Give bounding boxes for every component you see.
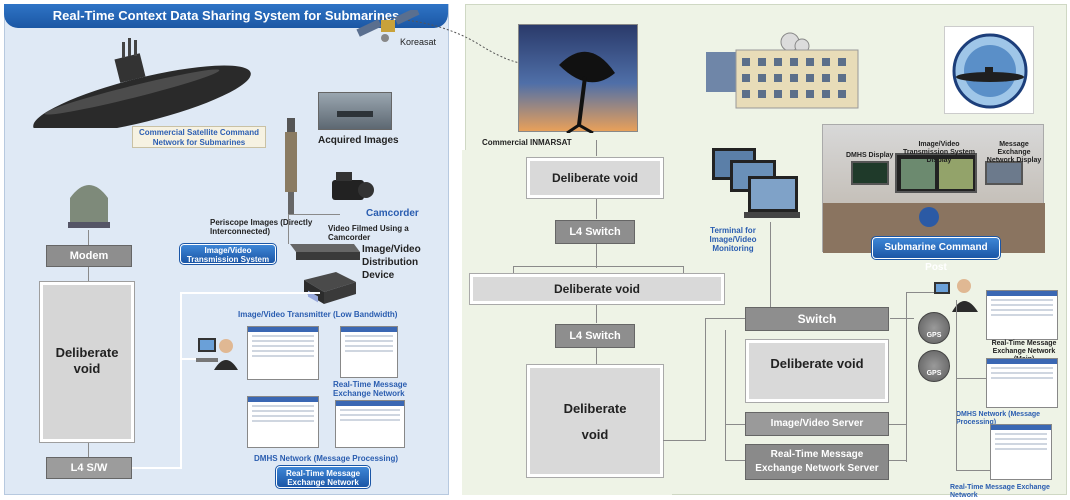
operator-workstation-icon	[196, 338, 238, 370]
camcorder-label: Camcorder	[366, 208, 419, 219]
l4-switch-1: L4 Switch	[555, 220, 635, 244]
dmhs-display-label: DMHS Display	[846, 152, 894, 159]
left-deliberate-void: Deliberate void	[39, 281, 135, 443]
rtmen-label-left: Real-Time Message Exchange Network	[333, 380, 408, 399]
screenshot-rtmen-main	[986, 290, 1058, 340]
diagram-title: Real-Time Context Data Sharing System fo…	[4, 4, 448, 28]
inmarsat-dish-photo	[518, 24, 638, 135]
image-display-label: Image/Video Transmission System Display	[903, 141, 975, 165]
camcorder-icon	[332, 172, 374, 200]
submarine-icon	[33, 38, 251, 128]
inmarsat-label: Commercial INMARSAT	[482, 138, 572, 147]
koreasat-label: Koreasat	[400, 37, 437, 47]
screenshot-dmhs-1	[247, 396, 319, 448]
screenshot-rtmen-right	[990, 424, 1052, 480]
command-post-photo	[822, 124, 1045, 253]
screenshot-transmitter-1	[247, 326, 319, 380]
message-display-label: Message Exchange Network Display	[986, 141, 1042, 165]
dmhs-processing-label-right: DMHS Network (Message Processing)	[956, 411, 1041, 427]
middle-deliberate-void-1: Deliberate void	[526, 157, 664, 199]
satellite-command-network-badge: Commercial Satellite Command Network for…	[132, 126, 266, 148]
rtmen-badge-left: Real-Time Message Exchange Network	[275, 465, 371, 489]
satellite-icon	[356, 10, 420, 42]
acquired-image-photo	[318, 92, 392, 130]
modem-box: Modem	[46, 245, 132, 267]
gps-unit-2: GPS	[918, 350, 950, 382]
rtmen-server: Real-Time Message Exchange Network Serve…	[745, 444, 889, 480]
rtmen-label-right: Real-Time Message Exchange Network	[950, 484, 1050, 500]
video-filmed-label: Video Filmed Using a Camcorder	[328, 224, 409, 243]
monitoring-terminals-icon	[712, 148, 800, 218]
command-post-badge: Submarine Command Post	[871, 236, 1001, 273]
screenshot-dmhs-right	[986, 358, 1058, 408]
image-video-server: Image/Video Server	[745, 412, 889, 436]
modem-dome-icon	[68, 185, 110, 228]
operator-right-icon	[934, 279, 978, 312]
gps-unit-1: GPS	[918, 312, 950, 344]
headquarters-building-icon	[706, 32, 859, 109]
distribution-device-label: Image/Video Distribution Device	[362, 244, 421, 281]
right-deliberate-void: Deliberate void	[745, 339, 889, 403]
periscope-icon	[285, 118, 297, 214]
transmitter-icon	[304, 272, 356, 304]
submarine-force-emblem	[944, 26, 1034, 114]
transmission-system-badge: Image/Video Transmission System	[179, 243, 277, 265]
l4-switch-2: L4 Switch	[555, 324, 635, 348]
screenshot-transmitter-2	[340, 326, 398, 378]
monitoring-terminal-label: Terminal for Image/Video Monitoring	[709, 226, 757, 254]
acquired-images-label: Acquired Images	[318, 135, 399, 146]
transmitter-label: Image/Video Transmitter (Low Bandwidth)	[238, 310, 398, 319]
screenshot-dmhs-2	[335, 400, 405, 448]
middle-deliberate-void-3: Deliberate void	[526, 364, 664, 478]
l4-sw-box: L4 S/W	[46, 457, 132, 479]
periscope-images-label: Periscope Images (Directly Interconnecte…	[210, 218, 313, 237]
switch-box: Switch	[745, 307, 889, 331]
distribution-device-icon	[290, 244, 360, 260]
middle-deliberate-void-2: Deliberate void	[469, 273, 725, 305]
dmhs-network-label-left: DMHS Network (Message Processing)	[254, 454, 399, 463]
